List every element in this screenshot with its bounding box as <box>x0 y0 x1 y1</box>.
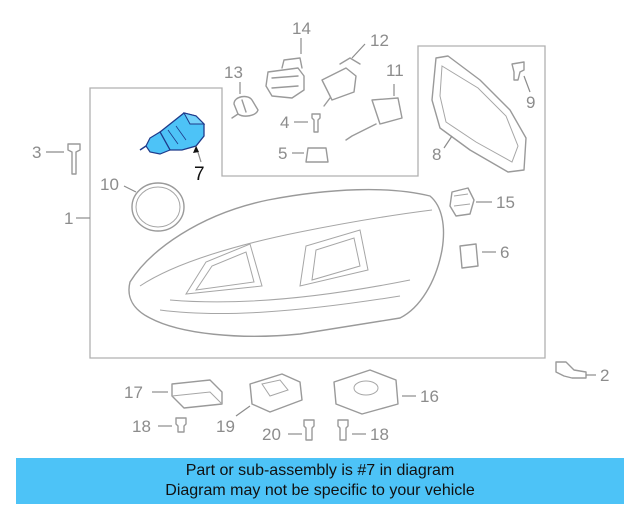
part-11-xenon-bulb <box>345 97 403 141</box>
part-18-screw-left <box>175 417 187 433</box>
part-19-bracket <box>249 373 303 413</box>
callout-8-leader <box>443 135 453 149</box>
part-2-bolt <box>555 361 587 379</box>
callout-10: 10 <box>100 175 119 194</box>
callout-18-right: 18 <box>370 425 389 444</box>
part-13-small-bulb <box>231 95 259 119</box>
part-5-clip <box>305 147 329 163</box>
callout-3: 3 <box>32 143 41 162</box>
callout-7-arrow <box>193 146 199 153</box>
callout-11: 11 <box>386 61 404 80</box>
callout-13: 13 <box>224 63 243 82</box>
callout-9-leader <box>523 75 531 93</box>
callout-5: 5 <box>278 144 287 163</box>
part-14-halogen-bulb <box>265 57 305 99</box>
part-6-clip <box>459 243 479 269</box>
part-16-ballast <box>333 369 399 415</box>
part-12-bulb <box>321 57 361 107</box>
callout-1: 1 <box>64 209 73 228</box>
assembly-boundary <box>89 45 546 359</box>
callout-19: 19 <box>216 417 235 436</box>
callout-17: 17 <box>124 383 143 402</box>
banner-line-2: Diagram may not be specific to your vehi… <box>165 482 475 499</box>
callout-18-left: 18 <box>132 417 151 436</box>
callout-6: 6 <box>500 243 509 262</box>
callout-10-leader <box>123 185 137 193</box>
part-20-screw <box>303 419 315 441</box>
callout-14: 14 <box>292 19 311 38</box>
callout-2: 2 <box>600 366 609 385</box>
callout-19-leader <box>235 405 251 417</box>
part-7-bulb-socket[interactable] <box>139 112 206 155</box>
part-3-bolt <box>67 143 81 175</box>
part-9-screw <box>511 61 525 81</box>
part-10-ring <box>131 182 185 232</box>
part-15-connector <box>449 187 475 217</box>
callout-7: 7 <box>194 164 205 185</box>
part-18-screw-right <box>337 419 349 441</box>
part-4-screw <box>311 113 321 133</box>
part-17-module <box>171 379 223 409</box>
info-banner: Part or sub-assembly is #7 in diagram Di… <box>16 458 624 504</box>
callout-4: 4 <box>280 113 289 132</box>
part-8-cover <box>431 55 527 173</box>
banner-line-1: Part or sub-assembly is #7 in diagram <box>185 462 455 479</box>
callout-8: 8 <box>432 145 441 164</box>
callout-16: 16 <box>420 387 439 406</box>
callout-9: 9 <box>526 93 535 112</box>
callout-15: 15 <box>496 193 515 212</box>
callout-12: 12 <box>370 31 389 50</box>
part-1-headlamp-assembly <box>128 188 445 337</box>
callout-20: 20 <box>262 425 281 444</box>
callout-12-leader <box>351 43 366 59</box>
